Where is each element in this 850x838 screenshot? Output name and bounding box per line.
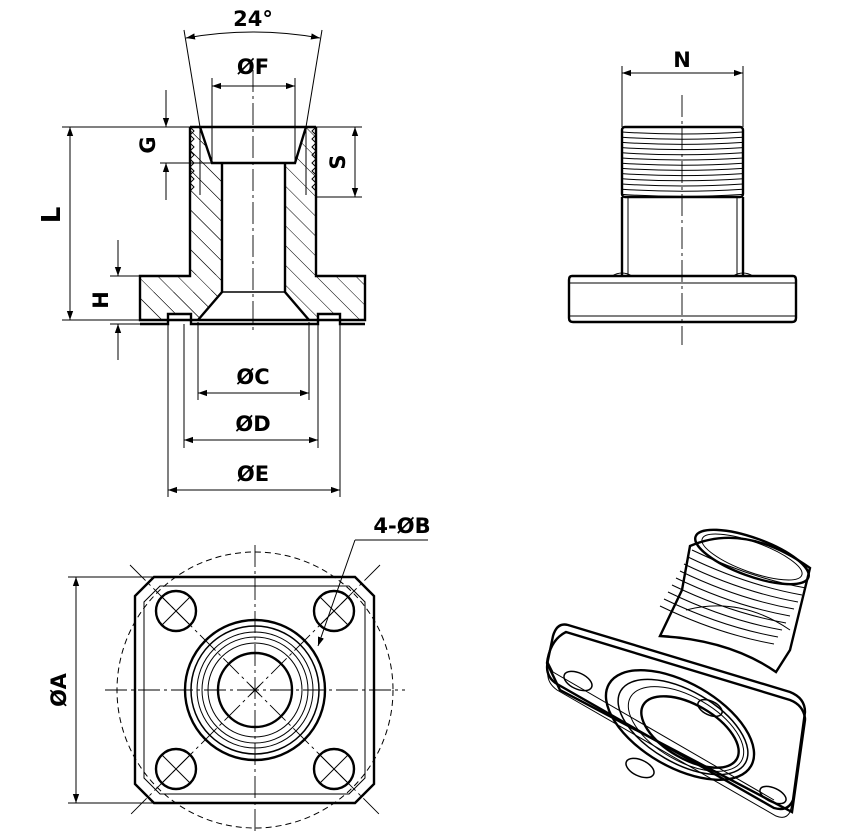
thread-line <box>621 141 744 145</box>
iso-thread <box>659 549 807 645</box>
thread-line <box>621 162 744 166</box>
bolt-hole <box>312 747 356 791</box>
n-label: N <box>673 48 691 72</box>
h-label: H <box>89 291 113 309</box>
dia-d-label: ØD <box>235 412 270 436</box>
thread-line <box>621 147 744 151</box>
thread-line <box>621 188 744 192</box>
thread-line <box>621 178 744 182</box>
dia-f-label: ØF <box>237 55 269 79</box>
iso-thread-line <box>663 598 779 638</box>
dia-a-label: ØA <box>47 672 71 706</box>
thread-line <box>621 157 744 161</box>
thread-line <box>621 167 744 171</box>
iso-thread-line <box>659 605 775 645</box>
bolt-hole <box>154 589 198 633</box>
isometric-view <box>545 528 812 818</box>
thread-line <box>621 173 744 177</box>
l-label: L <box>37 207 67 224</box>
thread-line <box>621 131 744 135</box>
dia-e-label: ØE <box>237 462 269 486</box>
iso-thread-line <box>691 549 807 589</box>
iso-thread-line <box>667 591 783 631</box>
g-label: G <box>136 136 160 153</box>
iso-thread-line <box>679 570 795 610</box>
section-hatch-right-flange <box>285 127 365 320</box>
bolt-hole <box>154 747 198 791</box>
s-label: S <box>326 154 350 169</box>
bolt-hole-centerline <box>319 754 349 784</box>
bolt-hole <box>312 589 356 633</box>
top-view: ØA 4-ØB <box>47 514 431 835</box>
dia-c-label: ØC <box>236 365 269 389</box>
iso-thread-line <box>687 556 803 596</box>
section-view: 24° ØF G S L H ØC <box>37 7 367 497</box>
side-view: N <box>567 48 798 345</box>
iso-thread-line <box>683 563 799 603</box>
iso-thread-line <box>675 577 791 617</box>
bolt-hole-centerline <box>161 596 191 626</box>
section-hatch-left-flange <box>140 127 222 320</box>
thread-line <box>621 183 744 187</box>
holes-label: 4-ØB <box>373 514 430 538</box>
thread-lines <box>621 131 744 197</box>
thread-line <box>621 152 744 156</box>
angle-label: 24° <box>233 7 273 31</box>
thread-line <box>621 136 744 140</box>
